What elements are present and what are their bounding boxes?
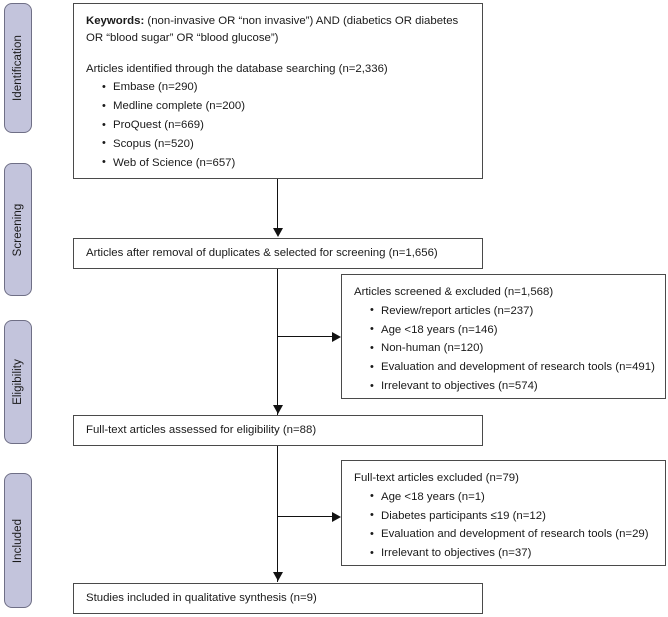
stage-label-screening: Screening bbox=[12, 203, 24, 256]
stage-rail-eligibility: Eligibility bbox=[4, 320, 32, 444]
box-after-duplicates: Articles after removal of duplicates & s… bbox=[73, 238, 483, 269]
arrowhead-down-icon bbox=[273, 405, 283, 414]
arrowhead-right-icon bbox=[332, 332, 341, 342]
included-studies-text: Studies included in qualitative synthesi… bbox=[86, 591, 317, 604]
list-item: Age <18 years (n=1) bbox=[370, 488, 653, 506]
keywords-line: Keywords: (non-invasive OR “non invasive… bbox=[86, 13, 470, 48]
stage-label-included: Included bbox=[12, 518, 24, 563]
full-text-excluded-reason-list: Age <18 years (n=1) Diabetes participant… bbox=[354, 488, 653, 563]
screened-excluded-heading: Articles screened & excluded (n=1,568) bbox=[354, 286, 554, 298]
full-text-excluded-heading: Full-text articles excluded (n=79) bbox=[354, 472, 519, 484]
keywords-text: (non-invasive OR “non invasive”) AND (di… bbox=[86, 15, 459, 45]
after-duplicates-text: Articles after removal of duplicates & s… bbox=[86, 246, 438, 259]
box-full-text-excluded: Full-text articles excluded (n=79) Age <… bbox=[341, 460, 666, 566]
stage-label-eligibility: Eligibility bbox=[12, 359, 24, 405]
keywords-label: Keywords: bbox=[86, 15, 145, 27]
stage-label-identification: Identification bbox=[12, 35, 24, 101]
list-item: Irrelevant to objectives (n=574) bbox=[370, 378, 653, 395]
connector-to-full-text-excluded bbox=[277, 516, 335, 518]
database-source-list: Embase (n=290) Medline complete (n=200) … bbox=[86, 79, 470, 172]
list-item: Evaluation and development of research t… bbox=[370, 359, 655, 376]
identified-line: Articles identified through the database… bbox=[86, 62, 388, 75]
list-item: Medline complete (n=200) bbox=[102, 98, 470, 115]
arrowhead-right-icon bbox=[332, 512, 341, 522]
list-item: Non-human (n=120) bbox=[370, 340, 653, 357]
arrowhead-down-icon bbox=[273, 572, 283, 581]
box-full-text-assessed: Full-text articles assessed for eligibil… bbox=[73, 415, 483, 446]
list-item: Irrelevant to objectives (n=37) bbox=[370, 545, 653, 562]
connector-identification-to-screening bbox=[277, 179, 279, 229]
list-item: Embase (n=290) bbox=[102, 79, 470, 96]
list-item: Review/report articles (n=237) bbox=[370, 302, 653, 320]
full-text-assessed-text: Full-text articles assessed for eligibil… bbox=[86, 423, 317, 436]
stage-rail-screening: Screening bbox=[4, 163, 32, 296]
list-item: Age <18 years (n=146) bbox=[370, 321, 653, 339]
box-included-studies: Studies included in qualitative synthesi… bbox=[73, 583, 483, 614]
list-item: Scopus (n=520) bbox=[102, 135, 470, 153]
box-screened-excluded: Articles screened & excluded (n=1,568) R… bbox=[341, 274, 666, 399]
box-identification: Keywords: (non-invasive OR “non invasive… bbox=[73, 3, 483, 179]
list-item: Web of Science (n=657) bbox=[102, 154, 470, 172]
list-item: ProQuest (n=669) bbox=[102, 117, 470, 134]
screened-excluded-reason-list: Review/report articles (n=237) Age <18 y… bbox=[354, 302, 655, 396]
list-item: Diabetes participants ≤19 (n=12) bbox=[370, 507, 653, 525]
stage-rail-identification: Identification bbox=[4, 3, 32, 133]
stage-rail-included: Included bbox=[4, 473, 32, 608]
connector-screening-to-eligibility bbox=[277, 269, 279, 415]
arrowhead-down-icon bbox=[273, 228, 283, 237]
connector-to-screened-excluded bbox=[277, 336, 335, 338]
list-item: Evaluation and development of research t… bbox=[370, 526, 653, 543]
connector-eligibility-to-included bbox=[277, 446, 279, 582]
